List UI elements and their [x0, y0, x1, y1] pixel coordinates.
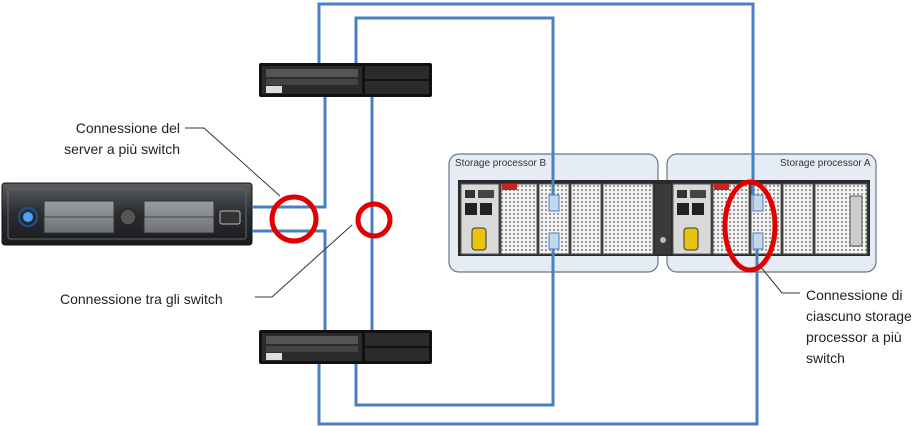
cable-inner-bottom [354, 249, 555, 407]
switch-top [259, 63, 432, 97]
leader-lines [185, 127, 800, 298]
label-sp-a: Storage processor A [780, 158, 871, 169]
label-sp-b: Storage processor B [455, 158, 547, 169]
storage-chassis [458, 180, 870, 256]
cables [252, 2, 759, 426]
highlight-inter-switch [355, 201, 393, 239]
cable-outer-top [317, 2, 755, 195]
highlights [269, 179, 778, 273]
switch-bottom [259, 330, 432, 364]
server [1, 182, 253, 246]
cable-server-top [252, 97, 327, 209]
label-sp-switch: Connessione di ciascuno storage processo… [806, 287, 912, 366]
cable-server-bottom [252, 229, 327, 330]
cable-inner-top [354, 16, 555, 195]
cable-outer-bottom [317, 249, 759, 426]
highlight-server-switch [269, 194, 319, 244]
highlight-sp-switch [722, 179, 778, 273]
label-inter-switch: Connessione tra gli switch [60, 291, 223, 307]
label-server-switch: Connessione del server a più switch [64, 120, 180, 157]
